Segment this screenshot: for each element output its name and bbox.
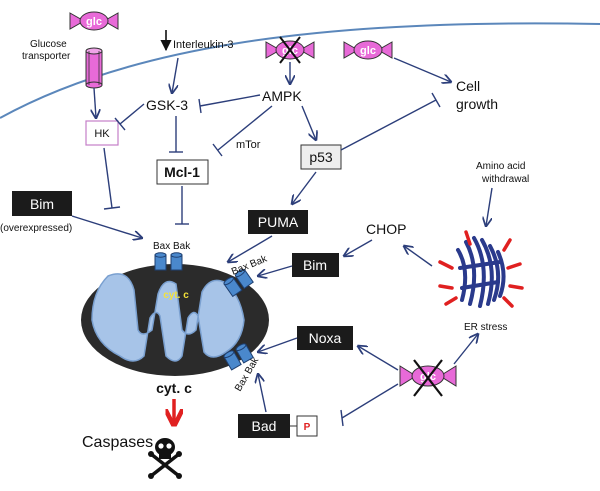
svg-text:PUMA: PUMA [258, 214, 299, 230]
svg-text:Noxa: Noxa [309, 330, 342, 346]
edge-chop-bim [344, 239, 373, 256]
er-stress-burst-icon [438, 230, 524, 308]
overexpressed-label: (overexpressed) [0, 223, 72, 234]
edge-ampk-inhibits-mtor-bar [212, 143, 223, 157]
gsk3-label: GSK-3 [146, 97, 188, 113]
ampk-label: AMPK [262, 88, 302, 104]
puma-node: PUMA [248, 210, 308, 234]
edge-amino-er [486, 187, 493, 226]
edge-ampk-inhibits-mtor [217, 105, 273, 151]
glucose-candy-icon-2: glc [265, 36, 315, 64]
edge-ampk-inhibits-gsk3 [199, 94, 261, 107]
cell-growth-label-2: growth [456, 96, 498, 112]
cyt-c-outer-label: cyt. c [156, 380, 192, 396]
edge-glc-er [453, 334, 478, 365]
mcl1-node: Mcl-1 [156, 159, 209, 185]
edge-glc-inhibits-bad [341, 383, 399, 419]
er-stress-icon [456, 236, 506, 308]
cell-growth-label-1: Cell [456, 78, 480, 94]
edge-ampk-p53 [301, 105, 316, 140]
mitochondrion-icon [81, 264, 269, 376]
cyt-c-inner-label: cyt. c [163, 290, 189, 301]
amino-acid-label-1: Amino acid [476, 161, 525, 172]
phospho-badge: P [296, 415, 318, 437]
svg-text:P: P [304, 422, 311, 433]
interleukin-label: Interleukin-3 [173, 39, 234, 51]
edge-hk-inhibits-mito-bar [103, 206, 121, 210]
bad-node: Bad [238, 414, 290, 438]
edge-glc-cell-growth [393, 57, 451, 82]
edge-glc-noxa [358, 346, 399, 371]
edge-p53-puma [292, 171, 317, 204]
edge-interleukin-gsk3 [172, 57, 179, 93]
edge-glc-inhibits-bad-bar [340, 409, 344, 427]
er-stress-label: ER stress [464, 322, 507, 333]
caspases-label: Caspases [82, 434, 153, 451]
hk-node: HK [85, 120, 119, 146]
edge-p53-inhibits-cell-growth-bar [431, 92, 441, 108]
chop-label: CHOP [366, 221, 406, 237]
edge-noxa-mito [258, 337, 298, 352]
svg-text:p53: p53 [309, 149, 333, 165]
svg-text:glc: glc [360, 45, 376, 57]
cell-membrane [0, 22, 600, 119]
svg-text:Bim: Bim [30, 196, 54, 212]
noxa-node: Noxa [297, 326, 353, 350]
edge-gsk3-inhibits-hk-bar [114, 117, 126, 131]
edge-bad-mito [258, 374, 267, 413]
bax-bak-right-channel-icon [223, 268, 254, 298]
edge-er-chop [404, 246, 433, 267]
edge-hk-inhibits-mito [103, 147, 113, 209]
svg-text:Bim: Bim [303, 257, 327, 273]
bax-bak-top-channel-icon [154, 252, 183, 271]
glucose-candy-icon-4: glc [399, 359, 457, 397]
svg-text:HK: HK [94, 128, 110, 140]
edge-p53-inhibits-cell-growth [340, 99, 437, 151]
bax-bak-top-label: Bax Bak [153, 241, 191, 252]
edge-bim-right-mito [258, 265, 293, 276]
glucose-transporter-icon [85, 47, 103, 89]
glucose-transporter-label-1: Glucose [30, 39, 67, 50]
bim-left-node: Bim [12, 191, 72, 216]
svg-text:Bad: Bad [252, 418, 277, 434]
edge-ampk-inhibits-gsk3-bar [198, 98, 202, 114]
bim-right-node: Bim [292, 253, 339, 277]
svg-text:glc: glc [86, 16, 102, 28]
skull-crossbones-icon [148, 438, 182, 479]
p53-node: p53 [300, 144, 342, 170]
glucose-candy-icon-1: glc [69, 11, 119, 31]
glucose-candy-icon-3: glc [343, 40, 393, 60]
edge-gsk3-inhibits-hk [119, 103, 145, 125]
edge-puma-mito [228, 235, 273, 262]
amino-acid-label-2: withdrawal [481, 174, 529, 185]
bax-bak-bottom-channel-icon [223, 343, 254, 371]
edge-transporter-hk [94, 87, 96, 118]
svg-text:Mcl-1: Mcl-1 [164, 164, 200, 180]
mtor-label: mTor [236, 139, 261, 151]
edge-bim-left-mito [71, 215, 142, 238]
glucose-transporter-label-2: transporter [22, 51, 71, 62]
